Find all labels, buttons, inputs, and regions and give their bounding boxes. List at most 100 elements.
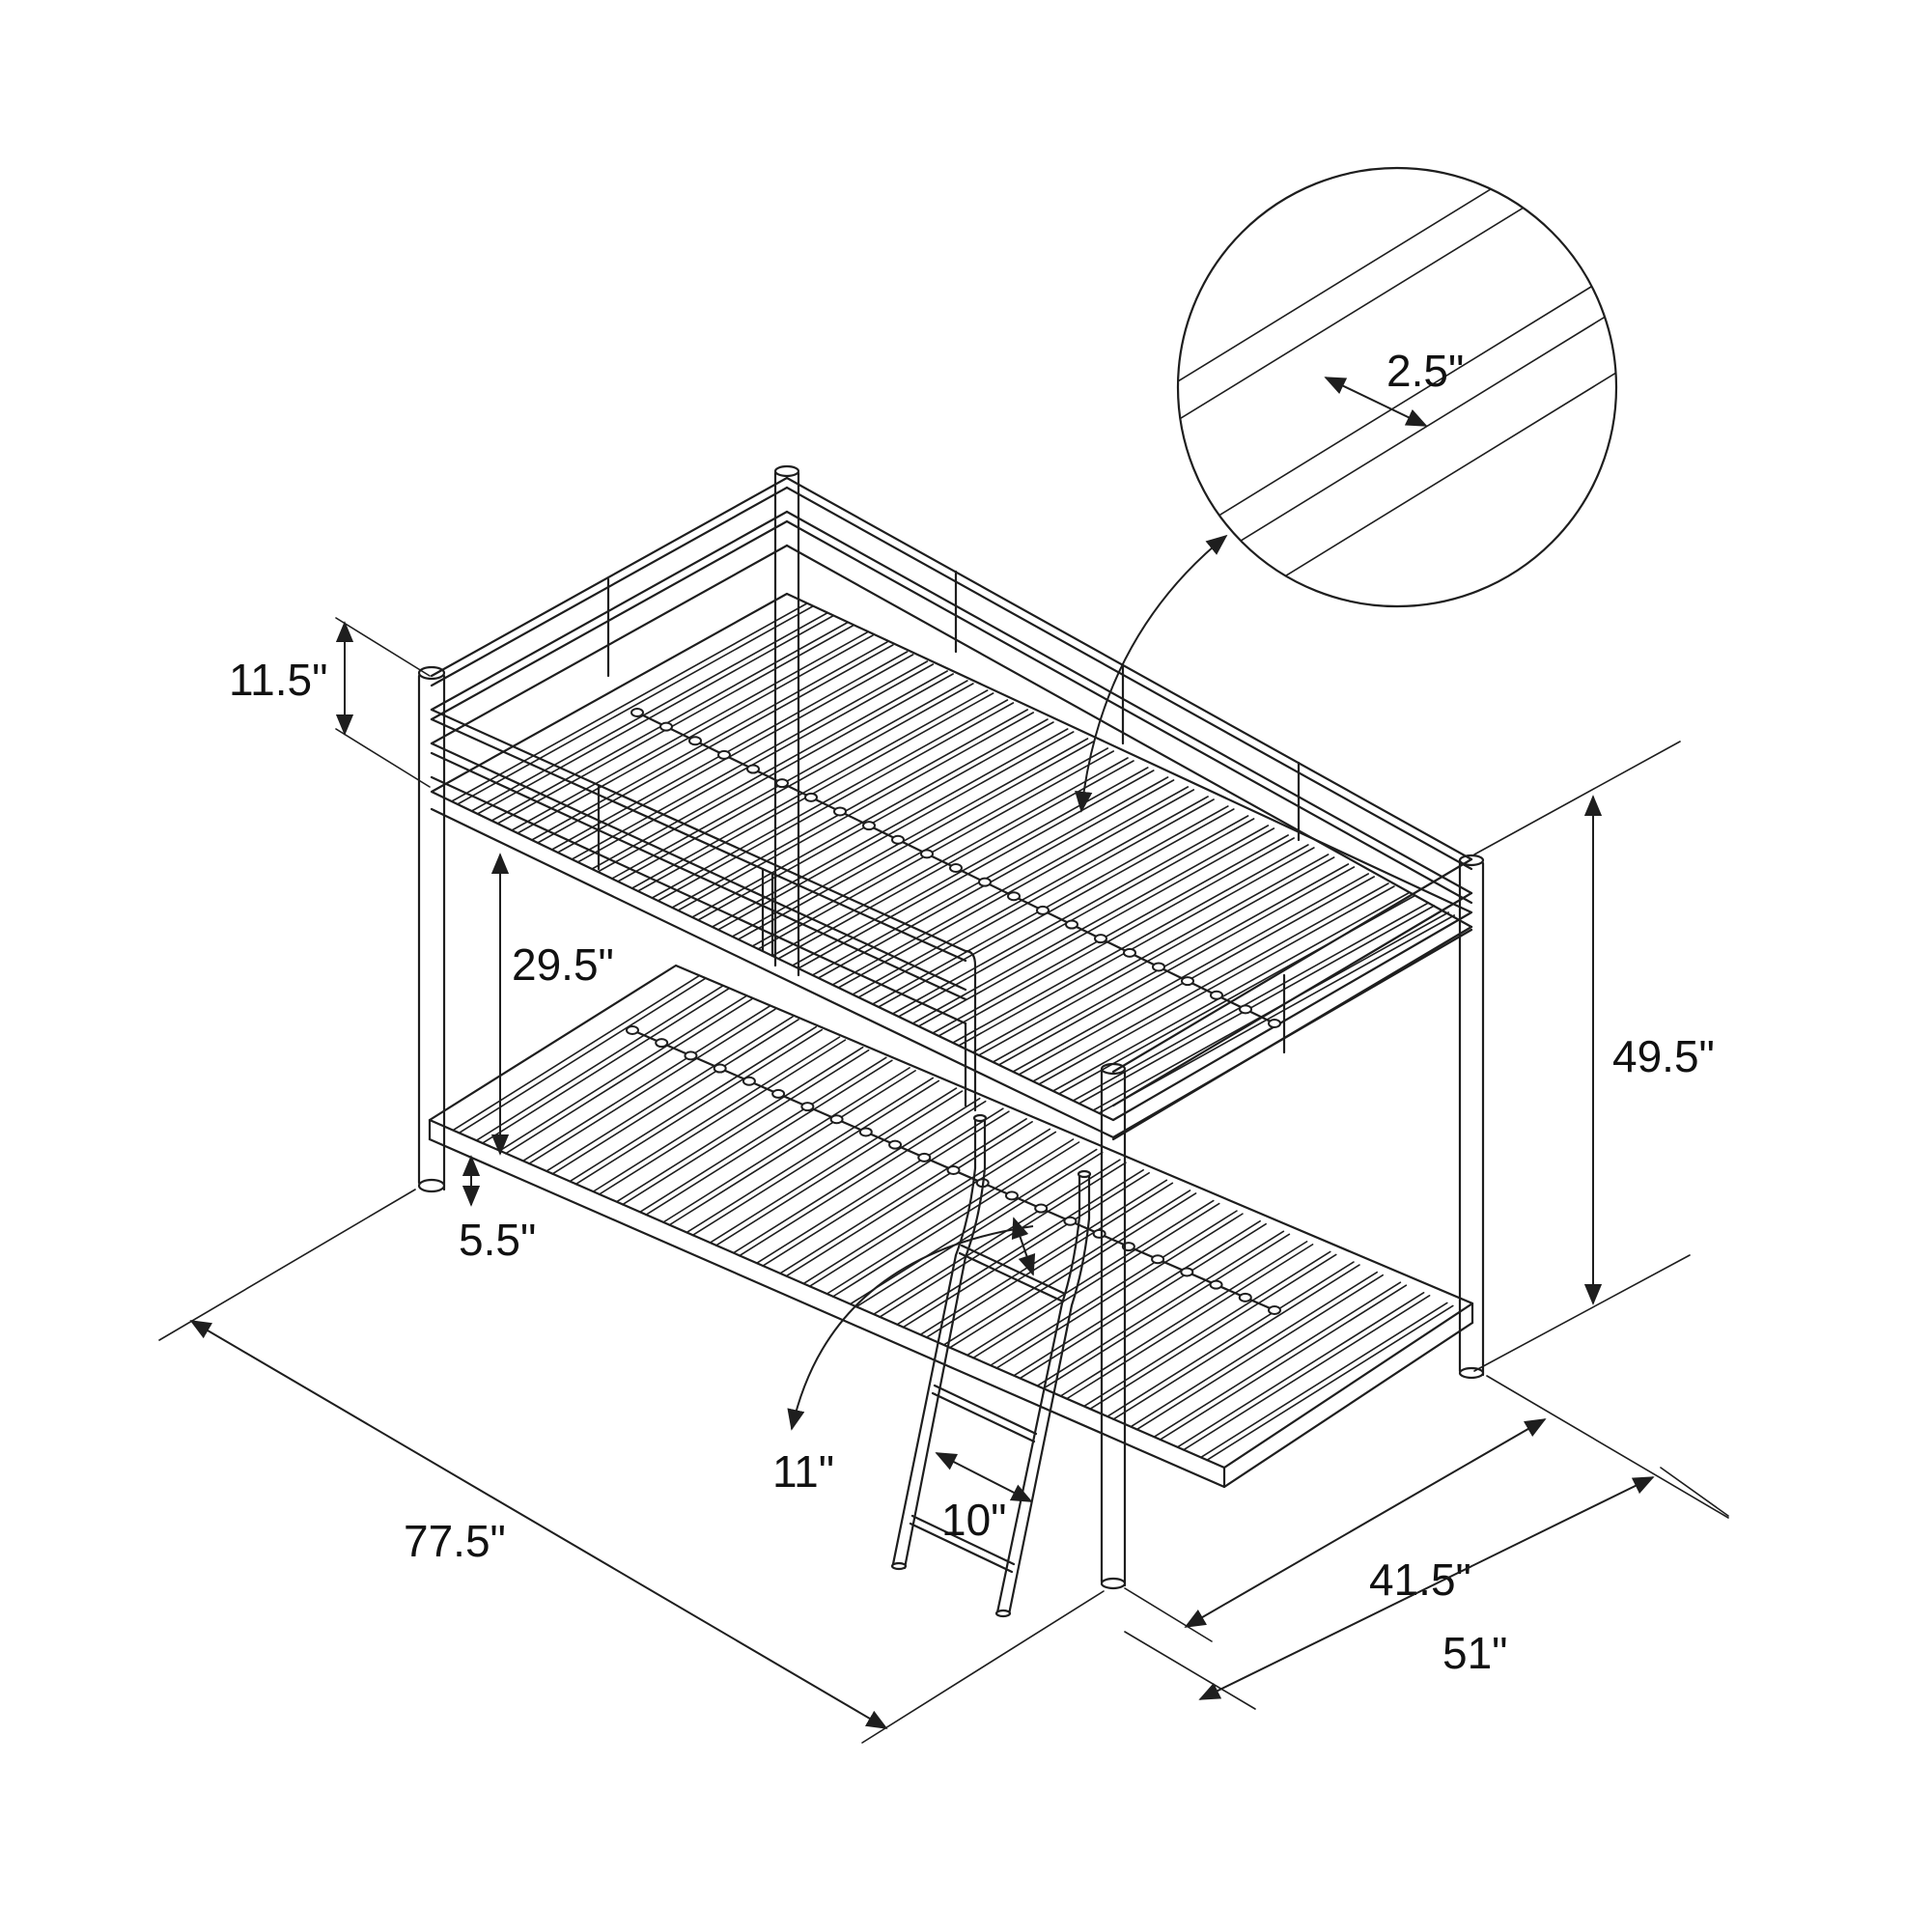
- support-joint: [1239, 1004, 1252, 1015]
- slat: [522, 1005, 776, 1165]
- support-joint: [1123, 947, 1136, 958]
- post-front-left: [417, 674, 446, 1191]
- support-joint: [684, 1050, 698, 1061]
- slat: [639, 1056, 893, 1217]
- slat: [490, 622, 854, 825]
- slat: [1032, 882, 1395, 1085]
- support-joint: [1065, 919, 1078, 930]
- support-joint: [858, 1127, 873, 1137]
- slat: [849, 1148, 1104, 1308]
- rail-height-label: 11.5": [229, 655, 327, 705]
- slat: [1012, 873, 1375, 1076]
- slat: [779, 1118, 1033, 1277]
- slat: [571, 660, 935, 863]
- slat: [802, 1128, 1057, 1288]
- support-joint: [1268, 1019, 1281, 1028]
- support-joint: [1094, 934, 1107, 944]
- slat: [1072, 902, 1436, 1105]
- slat: [731, 738, 1095, 940]
- post-front-right: [1100, 1070, 1127, 1587]
- slat: [709, 1087, 964, 1246]
- slat: [1153, 1281, 1408, 1442]
- guard-rail-left-end: [430, 476, 789, 745]
- slat: [896, 1168, 1150, 1329]
- slat: [569, 1025, 824, 1186]
- rung-spacing-pointer: [787, 1225, 1034, 1431]
- ladder-width-arrow: [935, 1452, 1033, 1502]
- support-joint: [1036, 905, 1050, 915]
- lower-bunk: [428, 964, 1474, 1489]
- upper-bunk-center-support: [630, 708, 1281, 1028]
- slat: [831, 786, 1195, 989]
- slat: [452, 974, 707, 1134]
- bunk-clearance-label: 29.5": [512, 939, 614, 990]
- slat: [591, 670, 954, 873]
- slat: [732, 1097, 987, 1257]
- inner-width-arrow: [1184, 1418, 1547, 1628]
- floor-clearance-label: 5.5": [459, 1215, 536, 1265]
- support-joint: [978, 877, 992, 887]
- support-joint: [1209, 1279, 1223, 1290]
- support-joint: [946, 1165, 961, 1175]
- slat: [826, 1138, 1080, 1298]
- bed-posts: [417, 464, 1485, 1590]
- slat: [630, 689, 994, 892]
- upper-bunk-slats: [450, 602, 1456, 1114]
- slat: [470, 612, 834, 815]
- slat: [671, 709, 1034, 911]
- support-joint: [1063, 1216, 1078, 1226]
- slat: [756, 1107, 1010, 1268]
- support-joint: [1007, 891, 1021, 902]
- support-joint: [888, 1139, 903, 1150]
- support-joint: [1034, 1203, 1049, 1214]
- slat: [1106, 1261, 1360, 1420]
- slat: [511, 631, 874, 834]
- support-joint: [1004, 1190, 1019, 1201]
- support-joint: [630, 708, 644, 717]
- support-joint: [1210, 990, 1223, 1000]
- slat: [1059, 1241, 1314, 1400]
- slat: [873, 1159, 1127, 1318]
- support-joint: [862, 821, 876, 831]
- upper-bunk: [430, 476, 1473, 1141]
- slat: [911, 825, 1275, 1027]
- rail-spacing-label: 2.5": [1386, 346, 1464, 396]
- support-joint: [688, 736, 702, 746]
- slat: [1130, 1271, 1384, 1431]
- slat: [990, 1210, 1244, 1369]
- support-joint: [1268, 1305, 1281, 1315]
- post-back-right: [1458, 861, 1485, 1377]
- support-joint: [804, 792, 818, 802]
- support-joint: [1092, 1228, 1106, 1239]
- slat: [751, 747, 1115, 950]
- slat: [971, 854, 1335, 1056]
- support-joint: [742, 1076, 756, 1086]
- slat: [686, 1077, 940, 1237]
- ladder: [890, 1113, 1092, 1618]
- support-joint: [917, 1152, 932, 1162]
- slat: [550, 651, 914, 854]
- dimension-lines: 11.5" 29.5" 5.5" 49.5" 11" 10" 77.5" 41.…: [158, 617, 1729, 1744]
- support-joint: [746, 764, 760, 774]
- support-joint: [626, 1025, 639, 1035]
- slat: [919, 1179, 1174, 1339]
- slat: [450, 602, 814, 805]
- slat: [531, 641, 894, 844]
- overall-width-arrow: [1198, 1476, 1655, 1700]
- slat: [611, 680, 974, 882]
- support-joint: [920, 849, 934, 859]
- slat: [891, 815, 1255, 1018]
- support-joint: [1181, 976, 1194, 987]
- slat: [1036, 1230, 1291, 1390]
- support-joint: [771, 1088, 786, 1099]
- total-height-label: 49.5": [1612, 1031, 1715, 1081]
- support-joint: [829, 1114, 844, 1125]
- slat: [651, 699, 1015, 902]
- support-joint: [800, 1102, 815, 1112]
- slat: [546, 1016, 799, 1175]
- slat: [662, 1067, 916, 1226]
- slat: [852, 796, 1215, 998]
- support-joint: [659, 721, 673, 732]
- slat: [1092, 911, 1456, 1114]
